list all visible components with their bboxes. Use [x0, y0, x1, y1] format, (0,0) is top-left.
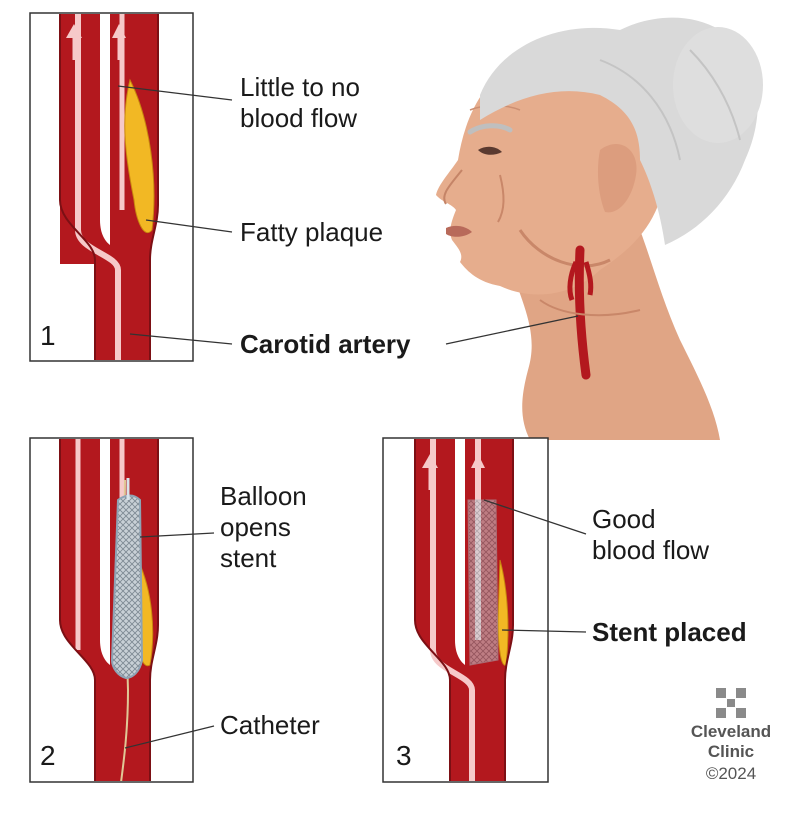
label-balloon-opens-stent: Balloon opens stent [220, 481, 307, 574]
eye [478, 146, 502, 155]
panel-number-2: 2 [40, 740, 56, 771]
label-catheter: Catheter [220, 710, 320, 740]
logo-name: Cleveland Clinic [680, 722, 782, 762]
placed-stent [467, 499, 499, 666]
label-little-flow-line2: blood flow [240, 103, 358, 133]
patient-head [436, 17, 763, 440]
label-good-flow-line1: Good [592, 504, 656, 534]
label-carotid-artery: Carotid artery [240, 329, 411, 359]
balloon-stent [110, 494, 144, 680]
logo-name-line1: Cleveland [690, 722, 772, 741]
lips [446, 225, 472, 237]
panel-1-artery [59, 14, 159, 360]
panel-1-plaque [124, 78, 155, 233]
label-balloon-line1: Balloon [220, 481, 307, 511]
label-good-flow-line2: blood flow [592, 535, 710, 565]
panel-number-1: 1 [40, 320, 56, 351]
label-balloon-line3: stent [220, 543, 277, 573]
label-little-flow: Little to no blood flow [240, 72, 360, 134]
label-balloon-line2: opens [220, 512, 291, 542]
label-fatty-plaque: Fatty plaque [240, 217, 384, 247]
label-good-flow: Good blood flow [592, 504, 709, 566]
panel-number-3: 3 [396, 740, 412, 771]
label-little-flow-line1: Little to no [240, 72, 360, 102]
logo-name-line2: Clinic [707, 742, 755, 761]
logo-copyright: ©2024 [705, 764, 757, 783]
leader-lines [117, 85, 587, 749]
cleveland-clinic-cross-icon [716, 688, 746, 718]
panel-3-artery [414, 439, 514, 781]
label-stent-placed: Stent placed [592, 617, 747, 647]
neck-carotid-artery [574, 245, 591, 380]
panel-2-artery [59, 439, 159, 781]
ear [597, 144, 637, 213]
